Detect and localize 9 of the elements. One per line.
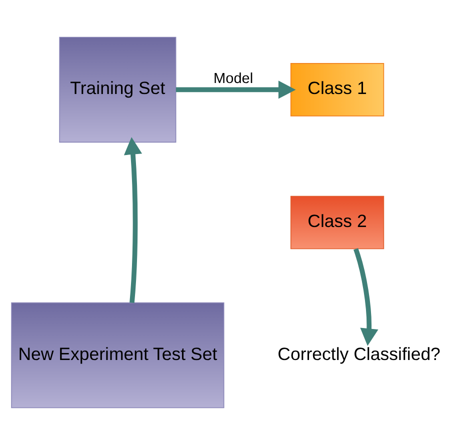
node-box: New Experiment Test Set (11, 302, 224, 408)
node-box: Training Set (59, 36, 176, 143)
node-text: Correctly Classified? (278, 344, 440, 364)
arrow (353, 248, 378, 346)
node-box: Class 1 (290, 63, 384, 116)
arrow (176, 80, 296, 99)
edge-label: Model (214, 70, 254, 87)
arrow (124, 137, 142, 303)
node-box: Class 2 (290, 196, 384, 250)
